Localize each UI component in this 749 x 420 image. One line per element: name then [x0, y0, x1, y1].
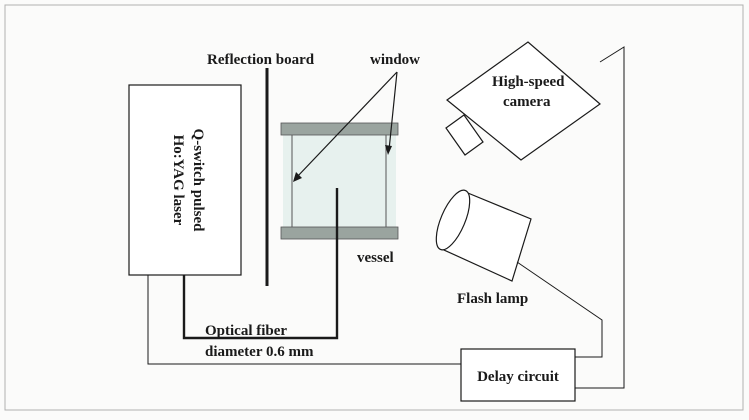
camera-body	[446, 41, 601, 161]
vessel	[280, 122, 399, 240]
optical-fiber	[182, 188, 339, 340]
window-label: window	[370, 52, 420, 68]
laser-wire	[147, 275, 461, 365]
delay-circuit-box	[460, 348, 576, 402]
vessel-top-plate	[280, 122, 399, 136]
camera-lens	[445, 114, 484, 156]
vessel-bottom-plate	[280, 226, 399, 240]
delay-circuit-label: Delay circuit	[477, 369, 559, 385]
window-arrow-right	[388, 71, 398, 151]
camera-wire	[575, 46, 625, 389]
laser-label-line1: Q-switch pulsed	[190, 129, 206, 233]
flash-lamp-wire	[516, 261, 603, 358]
reflection-board-label: Reflection board	[207, 52, 315, 68]
figure-border	[4, 4, 744, 411]
fiber-label-line1: Optical fiber	[205, 323, 287, 339]
fiber-label-line2: diameter 0.6 mm	[205, 344, 314, 360]
vessel-interior	[283, 135, 396, 227]
window-arrow-right-head	[385, 145, 392, 155]
flash-lamp	[435, 189, 532, 282]
flash-lamp-label: Flash lamp	[457, 291, 528, 307]
vessel-label: vessel	[357, 250, 394, 266]
window-arrow-left	[295, 71, 398, 179]
high-speed-camera	[445, 41, 601, 161]
camera-label-line1: High-speed	[492, 74, 565, 90]
flash-lamp-face	[435, 189, 471, 251]
window-arrow-left-head	[293, 172, 302, 182]
laser-box	[128, 84, 242, 276]
laser-label-line2: Ho:YAG laser	[170, 135, 186, 226]
camera-label-line2: camera	[503, 94, 551, 110]
